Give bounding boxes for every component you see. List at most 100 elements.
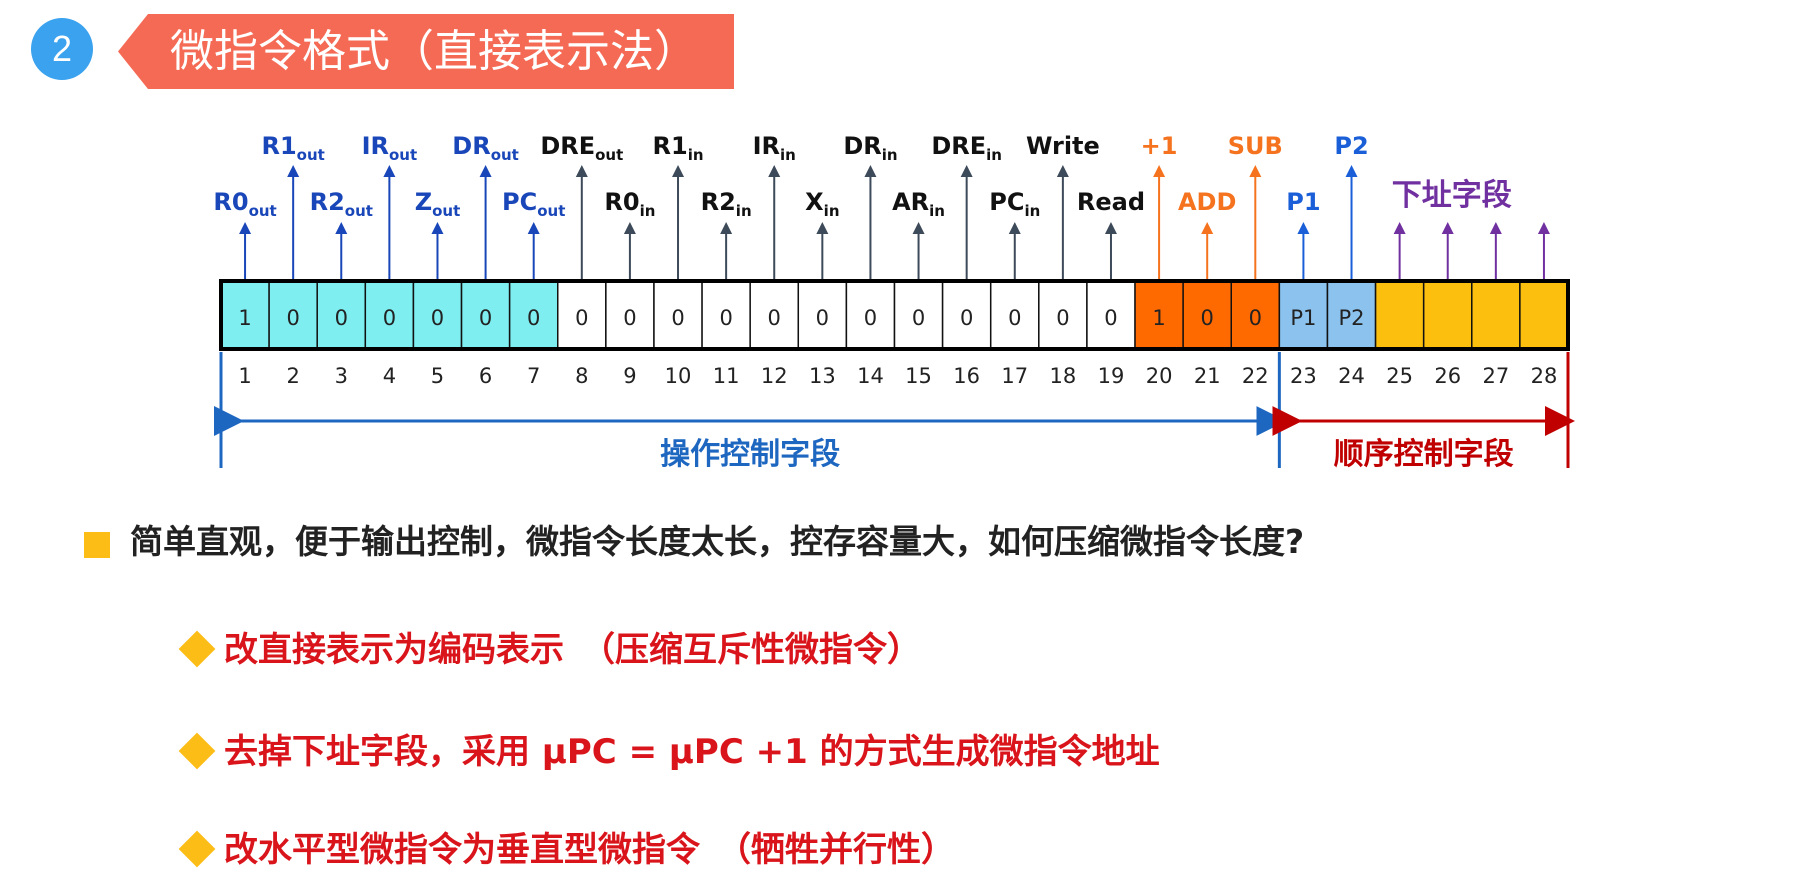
arrow-head xyxy=(1537,222,1550,234)
bit-value: 0 xyxy=(623,306,636,330)
bit-value: P1 xyxy=(1290,306,1316,330)
signal-label: DREout xyxy=(540,132,623,164)
diamond-bullet-icon xyxy=(178,732,216,769)
arrow-head xyxy=(431,222,444,234)
instruction-border xyxy=(219,279,1570,351)
bit-number: 19 xyxy=(1098,364,1125,388)
bit-cell xyxy=(605,280,655,350)
bit-cell xyxy=(749,280,800,350)
bit-cell xyxy=(1471,280,1521,350)
bit-cell xyxy=(460,280,511,350)
arrow-head xyxy=(768,165,781,177)
arrow-head xyxy=(912,222,925,234)
operation-field-label: 操作控制字段 xyxy=(660,437,840,472)
bit-number: 24 xyxy=(1338,364,1365,388)
bit-number: 15 xyxy=(905,364,932,388)
signal-label: P2 xyxy=(1334,132,1368,160)
bullet-item-text: 改直接表示为编码表示 （压缩互斥性微指令） xyxy=(224,630,921,670)
bullet-item-text: 去掉下址字段，采用 μPC = μPC +1 的方式生成微指令地址 xyxy=(224,732,1160,772)
arrow-head xyxy=(335,222,348,234)
arrow-head xyxy=(287,165,300,177)
bit-number: 28 xyxy=(1531,364,1558,388)
bit-cell xyxy=(893,280,944,350)
bit-number: 22 xyxy=(1242,364,1269,388)
bit-number: 21 xyxy=(1194,364,1221,388)
bit-number: 23 xyxy=(1290,364,1317,388)
bit-number: 10 xyxy=(665,364,692,388)
bit-number: 25 xyxy=(1386,364,1413,388)
signal-label: R1in xyxy=(653,132,704,164)
arrow-head xyxy=(1393,222,1406,234)
bullet-item-1: 改直接表示为编码表示 （压缩互斥性微指令） xyxy=(178,622,921,671)
arrow-head xyxy=(1153,165,1166,177)
bit-number: 8 xyxy=(575,364,588,388)
bit-value: 0 xyxy=(335,306,348,330)
bit-cell xyxy=(1230,280,1281,350)
bit-value: 1 xyxy=(1152,306,1165,330)
bit-value: 0 xyxy=(431,306,444,330)
signal-label: Write xyxy=(1026,132,1100,160)
bit-number: 14 xyxy=(857,364,884,388)
arrow-head xyxy=(575,165,588,177)
bit-cell xyxy=(1182,280,1232,350)
signal-label: R2out xyxy=(310,188,373,220)
page-title: 微指令格式（直接表示法） xyxy=(170,26,698,77)
bit-cell xyxy=(845,280,896,350)
bit-number: 26 xyxy=(1434,364,1461,388)
bit-value: 0 xyxy=(286,306,299,330)
bit-number: 11 xyxy=(713,364,740,388)
signal-label: DREin xyxy=(931,132,1002,164)
bit-cell xyxy=(1086,280,1136,350)
bit-cell xyxy=(653,280,703,350)
bit-cell xyxy=(508,280,559,350)
arrow-head xyxy=(960,165,973,177)
bit-number: 4 xyxy=(383,364,396,388)
bit-value: 0 xyxy=(1249,306,1262,330)
signal-label: Zout xyxy=(415,188,461,220)
bit-number: 6 xyxy=(479,364,492,388)
bit-value: 0 xyxy=(1008,306,1021,330)
bit-value: 0 xyxy=(960,306,973,330)
bullet-item-2: 去掉下址字段，采用 μPC = μPC +1 的方式生成微指令地址 xyxy=(178,724,1160,773)
signal-label: R0in xyxy=(604,188,655,220)
bit-number: 20 xyxy=(1146,364,1173,388)
bit-value: 0 xyxy=(479,306,492,330)
signal-label: R0out xyxy=(213,188,276,220)
arrow-head xyxy=(864,165,877,177)
bit-number: 2 xyxy=(286,364,299,388)
signal-label: IRout xyxy=(362,132,418,164)
signal-label: R1out xyxy=(261,132,324,164)
signal-label: Xin xyxy=(805,188,839,220)
title-banner xyxy=(118,14,734,89)
sequence-field-label: 顺序控制字段 xyxy=(1334,437,1514,472)
bit-cell xyxy=(797,280,848,350)
bit-number: 18 xyxy=(1050,364,1077,388)
bit-number: 16 xyxy=(953,364,980,388)
bit-value: 0 xyxy=(671,306,684,330)
bullet-square-icon xyxy=(84,532,110,558)
bit-cell xyxy=(1278,280,1329,350)
bit-value: 0 xyxy=(768,306,781,330)
bit-value: P2 xyxy=(1339,306,1365,330)
arrow-head xyxy=(720,222,733,234)
bit-value: 0 xyxy=(816,306,829,330)
bit-value: 0 xyxy=(1104,306,1117,330)
arrow-head xyxy=(1441,222,1454,234)
signal-label: PCout xyxy=(502,188,565,220)
signal-label: ARin xyxy=(892,188,945,220)
bit-number: 13 xyxy=(809,364,836,388)
arrow-head xyxy=(1056,165,1069,177)
signal-label: +1 xyxy=(1141,132,1178,160)
arrow-head xyxy=(1008,222,1021,234)
bullet-item-text: 改水平型微指令为垂直型微指令 （牺牲并行性） xyxy=(224,830,955,870)
diamond-bullet-icon xyxy=(178,630,216,667)
bit-value: 0 xyxy=(719,306,732,330)
bit-number: 12 xyxy=(761,364,788,388)
section-number-badge: 2 xyxy=(31,18,93,80)
question-text: 简单直观，便于输出控制，微指令长度太长，控存容量大，如何压缩微指令长度? xyxy=(130,522,1305,561)
signal-label: IRin xyxy=(753,132,796,164)
bit-number: 5 xyxy=(431,364,444,388)
arrow-head xyxy=(672,165,685,177)
bit-cell xyxy=(1519,280,1569,350)
arrow-head xyxy=(623,222,636,234)
